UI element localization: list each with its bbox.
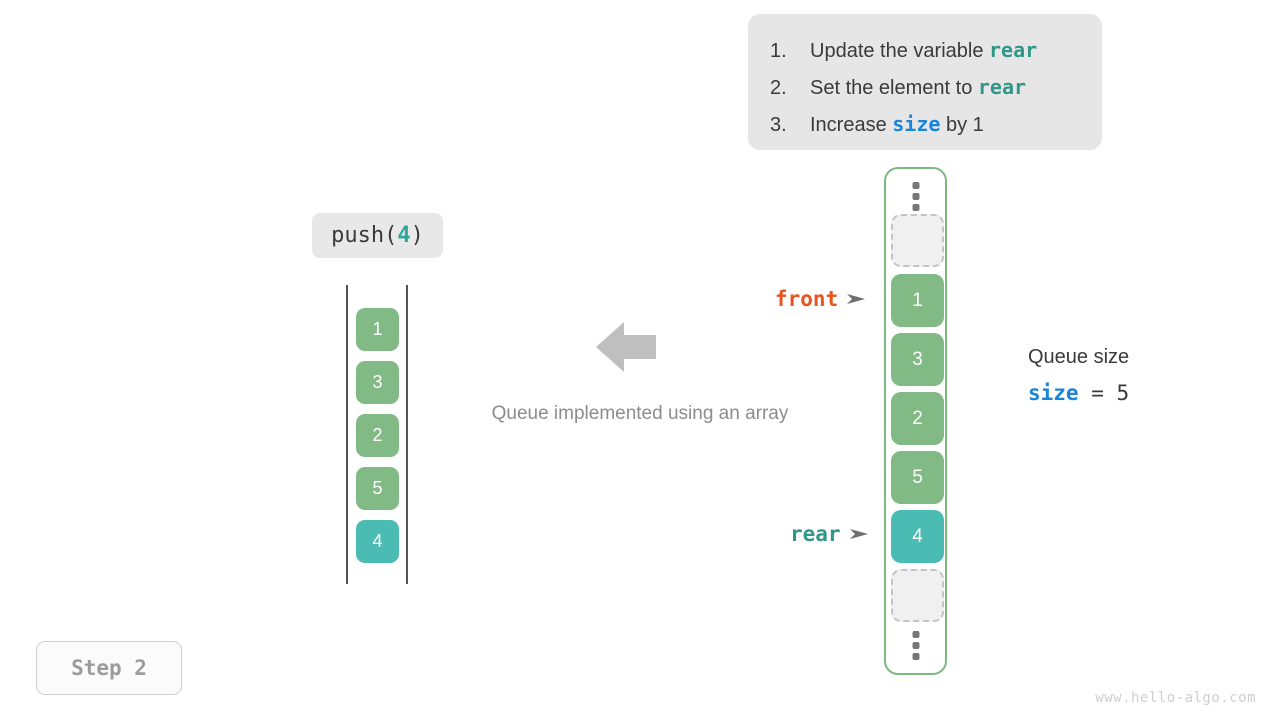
instruction-card: 1. Update the variable rear 2. Set the e… [748, 14, 1102, 150]
rear-pointer-arrow-icon [849, 527, 868, 541]
rear-pointer-label: rear [790, 522, 841, 546]
queue-size-value: 5 [1116, 381, 1130, 405]
instruction-step-1-text: Update the variable rear [810, 32, 1037, 69]
instruction-step-2: 2. Set the element to rear [770, 69, 1080, 106]
instruction-step-2-pre: Set the element to [810, 77, 978, 99]
instruction-step-1-number: 1. [770, 40, 787, 62]
ring-cell-empty [891, 569, 944, 622]
instruction-step-3-code: size [892, 112, 941, 136]
vertical-ellipsis-top-icon [912, 182, 919, 211]
array-rail-right [406, 285, 408, 584]
operation-close-paren: ) [410, 223, 424, 248]
instruction-step-3-text: Increase size by 1 [810, 106, 984, 143]
left-array-cell: 5 [356, 467, 399, 510]
left-array-cell: 3 [356, 361, 399, 404]
operation-name: push( [331, 223, 398, 248]
ring-cell: 3 [891, 333, 944, 386]
instruction-step-2-number: 2. [770, 77, 787, 99]
diagram-caption: Queue implemented using an array [491, 403, 789, 424]
array-rail-left [346, 285, 348, 584]
operation-value: 4 [397, 223, 411, 248]
ring-cell-empty [891, 214, 944, 267]
ring-cell: 1 [891, 274, 944, 327]
instruction-step-1: 1. Update the variable rear [770, 32, 1080, 69]
queue-size-title: Queue size [1028, 346, 1130, 368]
front-pointer-label: front [775, 287, 839, 311]
ring-cell: 5 [891, 451, 944, 504]
left-array-cell: 1 [356, 308, 399, 351]
instruction-step-3-pre: Increase [810, 114, 893, 136]
left-arrow-icon [596, 322, 656, 372]
instruction-step-2-text: Set the element to rear [810, 69, 1026, 106]
front-pointer: front [775, 287, 866, 311]
instruction-step-3: 3. Increase size by 1 [770, 106, 1080, 143]
instruction-step-1-pre: Update the variable [810, 40, 990, 62]
queue-size-panel: Queue size size = 5 [1028, 342, 1228, 406]
left-array-cell: 2 [356, 414, 399, 457]
circular-array-container: 1 3 2 5 4 [884, 167, 947, 675]
queue-size-expression: size = 5 [1028, 380, 1228, 406]
left-array-cell: 4 [356, 520, 399, 563]
ring-cell: 2 [891, 392, 944, 445]
instruction-step-3-number: 3. [770, 114, 787, 136]
step-badge: Step 2 [36, 641, 182, 695]
operation-label: push(4) [312, 213, 443, 258]
instruction-step-3-post: by 1 [940, 114, 984, 136]
ring-cell-rear: 4 [891, 510, 944, 563]
front-pointer-arrow-icon [847, 292, 866, 306]
instruction-step-1-code: rear [989, 38, 1038, 62]
queue-size-variable: size [1028, 381, 1079, 405]
rear-pointer: rear [790, 522, 868, 546]
vertical-ellipsis-bottom-icon [912, 631, 919, 660]
watermark: www.hello-algo.com [1095, 690, 1256, 706]
queue-size-operator: = [1091, 381, 1104, 405]
instruction-step-2-code: rear [977, 75, 1027, 99]
left-array: 1 3 2 5 4 [346, 285, 408, 584]
